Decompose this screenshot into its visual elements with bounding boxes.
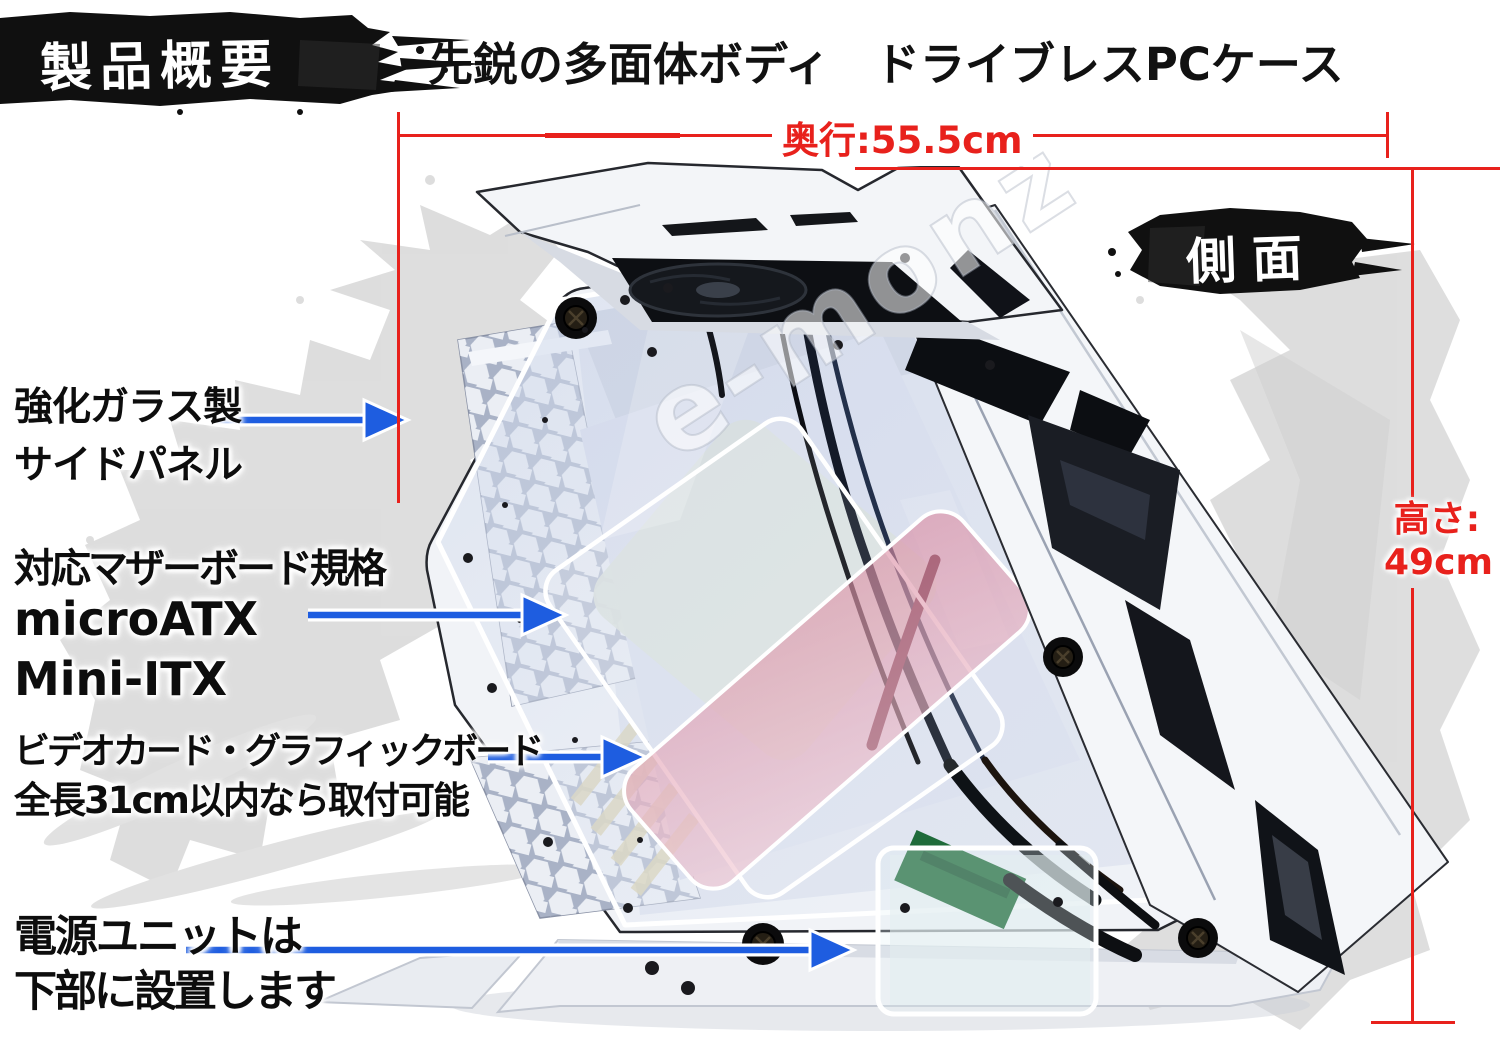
glass-annotation-line1: 強化ガラス製 xyxy=(14,385,242,430)
height-label-line2: 49cm xyxy=(1384,542,1493,584)
height-label-line1: 高さ: xyxy=(1393,499,1481,540)
height-top-line xyxy=(855,167,1500,170)
page-title: 先鋭の多面体ボディ ドライブレスPCケース xyxy=(428,38,1344,91)
motherboard-annotation-line1: 対応マザーボード規格 xyxy=(14,546,387,592)
gpu-highlight xyxy=(622,509,1032,891)
depth-tick-right xyxy=(1386,112,1389,158)
psu-annotation-line1: 電源ユニットは xyxy=(14,912,303,962)
height-tick-bottom xyxy=(1371,1021,1455,1024)
psu-highlight xyxy=(875,845,1099,1017)
psu-annotation-line2: 下部に設置します xyxy=(14,967,337,1017)
depth-dimension-label: 奥行:55.5cm xyxy=(772,108,1033,166)
side-view-brush xyxy=(1108,208,1415,294)
product-overview-badge: 製品概要 xyxy=(39,33,281,100)
height-dimension-label: 高さ: 49cm xyxy=(1384,498,1493,584)
height-line-upper xyxy=(1411,167,1414,497)
psu-arrow xyxy=(186,927,858,973)
top-canopy xyxy=(475,161,1064,340)
motherboard-arrow xyxy=(308,592,570,638)
gpu-annotation-line1: ビデオカード・グラフィックボード xyxy=(14,731,544,772)
gpu-annotation-line2: 全長31cm以内なら取付可能 xyxy=(14,779,470,822)
glass-arrow xyxy=(217,397,412,443)
front-frame xyxy=(877,204,1449,993)
gpu-arrow xyxy=(488,734,650,780)
badge-brush xyxy=(0,12,485,115)
height-line-lower xyxy=(1411,588,1414,1023)
glass-annotation-line2: サイドパネル xyxy=(14,443,243,488)
motherboard-annotation-line2: microATX xyxy=(14,592,259,646)
depth-line-thick-segment xyxy=(545,133,680,138)
motherboard-annotation-line3: Mini-ITX xyxy=(14,652,228,706)
psu-bay xyxy=(890,830,1160,1005)
depth-tick-left xyxy=(397,112,400,503)
side-view-label: 側面 xyxy=(1185,227,1320,292)
annotation-arrows xyxy=(186,397,858,973)
